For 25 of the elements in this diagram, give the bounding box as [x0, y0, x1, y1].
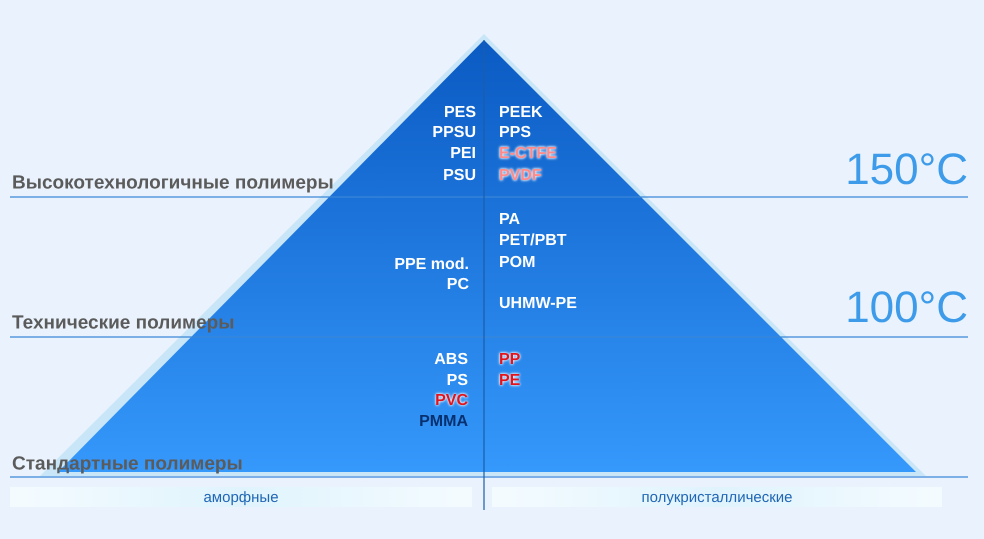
column-label: аморфные	[10, 487, 472, 507]
polymer-name: PC	[446, 276, 469, 294]
polymer-name: E-CTFE	[499, 145, 557, 163]
polymer-name: PSU	[443, 167, 476, 185]
temperature-label: 150°C	[845, 146, 968, 194]
polymer-name: PEEK	[499, 104, 543, 122]
polymer-name: PVC	[435, 392, 468, 410]
polymer-name: PET/PBT	[499, 232, 567, 250]
temperature-label: 100°C	[845, 284, 968, 332]
polymer-name: PES	[444, 104, 476, 122]
polymer-name: PE	[499, 372, 520, 390]
polymer-name: PS	[446, 372, 468, 390]
polymer-name: PA	[499, 211, 520, 229]
tier-name: Высокотехнологичные полимеры	[12, 174, 334, 194]
polymer-name: PVDF	[499, 167, 542, 185]
polymer-name: PPE mod.	[394, 256, 469, 274]
polymer-name: PMMA	[419, 413, 468, 431]
polymer-name: PEI	[450, 145, 476, 163]
polymer-name: ABS	[434, 351, 468, 369]
column-label: полукристаллические	[492, 487, 942, 507]
polymer-name: UHMW-PE	[499, 295, 577, 313]
polymer-name: PPSU	[432, 124, 476, 142]
polymer-name: PPS	[499, 124, 532, 142]
polymer-name: POM	[499, 254, 536, 272]
polymer-name: PP	[499, 351, 520, 369]
